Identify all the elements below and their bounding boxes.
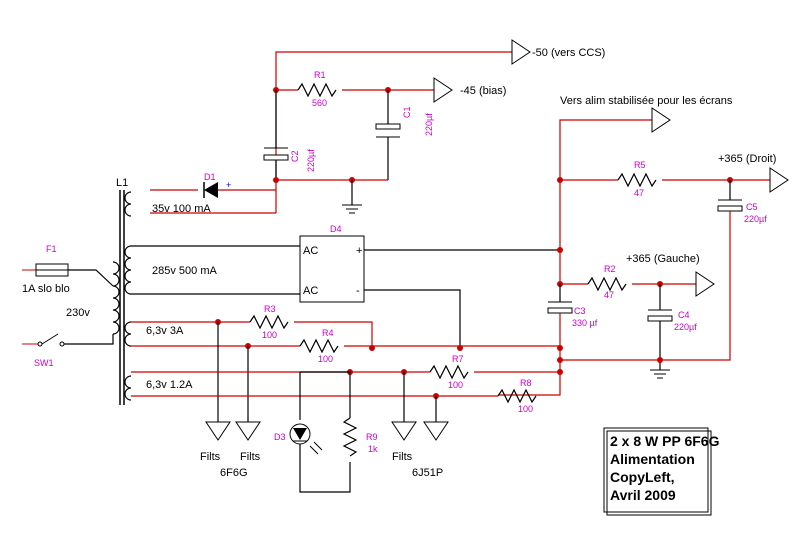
label-c5: C5 (746, 202, 758, 212)
label-d1-plus: + (226, 180, 231, 190)
label-mains: 230v (66, 307, 90, 319)
label-r7: R7 (452, 354, 464, 364)
label-bridge-minus: - (356, 285, 360, 297)
label-out-left: +365 (Gauche) (626, 253, 700, 265)
label-r9-value: 1k (368, 444, 378, 454)
title-line-1: 2 x 8 W PP 6F6G (610, 433, 720, 449)
label-c2: C2 (290, 150, 300, 162)
label-r2-value: 47 (604, 290, 614, 300)
label-out-right: +365 (Droit) (718, 153, 776, 165)
label-filts-a: Filts (200, 451, 221, 463)
label-c1: C1 (402, 106, 412, 118)
label-c4: C4 (678, 310, 690, 320)
label-fuse-value: 1A slo blo (22, 283, 70, 295)
filament-symbol-2 (235, 421, 261, 441)
label-sec2: 285v 500 mA (152, 265, 217, 277)
label-r1-value: 560 (312, 98, 327, 108)
label-sw1: SW1 (34, 358, 54, 368)
output-arrow-left (695, 271, 715, 297)
label-ac1: AC (303, 245, 318, 257)
label-c3: C3 (574, 306, 586, 316)
label-filts-b: Filts (240, 451, 261, 463)
heater-6f6g (131, 314, 560, 441)
title-line-4: Avril 2009 (610, 487, 676, 503)
title-line-3: CopyLeft, (610, 469, 675, 485)
label-c4-value: 220µf (674, 322, 697, 332)
label-r3: R3 (264, 304, 276, 314)
label-ac2: AC (303, 285, 318, 297)
title-line-2: Alimentation (610, 451, 695, 467)
label-r3-value: 100 (262, 330, 277, 340)
diode-d1 (204, 182, 218, 198)
bias-supply (150, 39, 531, 214)
label-r9: R9 (366, 432, 378, 442)
label-d4: D4 (330, 224, 342, 234)
heater-6j51p (131, 364, 560, 493)
label-tube1: 6F6G (220, 467, 248, 479)
label-r2: R2 (604, 264, 616, 274)
label-r1: R1 (314, 70, 326, 80)
label-sec3: 6,3v 3A (146, 325, 184, 337)
transformer-l1 (112, 190, 132, 405)
label-f1: F1 (46, 244, 57, 254)
label-c5-value: 220µf (744, 214, 767, 224)
output-arrow-screens (651, 107, 671, 133)
output-arrow-minus50 (511, 39, 531, 65)
output-arrow-right (769, 167, 789, 193)
label-tube2: 6J51P (412, 467, 443, 479)
label-r8: R8 (520, 378, 532, 388)
label-r4-value: 100 (318, 354, 333, 364)
label-r4: R4 (322, 328, 334, 338)
label-bridge-plus: + (356, 245, 362, 257)
ht-supply (498, 107, 789, 396)
filament-symbol-4 (423, 421, 449, 441)
filament-symbol-1 (205, 421, 231, 441)
label-filts-c: Filts (392, 451, 413, 463)
label-sec1: 35v 100 mA (152, 203, 211, 215)
label-c2-value: 220µf (306, 149, 316, 172)
label-r5: R5 (634, 160, 646, 170)
filament-symbol-3 (391, 421, 417, 441)
title-box: 2 x 8 W PP 6F6G Alimentation CopyLeft, A… (603, 427, 720, 516)
label-c1-value: 220µf (424, 113, 434, 136)
label-c3-value: 330 µf (572, 318, 598, 328)
label-sec4: 6,3v 1.2A (146, 379, 193, 391)
label-r7-value: 100 (448, 380, 463, 390)
output-arrow-minus45 (433, 77, 453, 103)
label-d1: D1 (204, 172, 216, 182)
label-out-minus45: -45 (bias) (460, 85, 506, 97)
label-r5-value: 47 (634, 188, 644, 198)
bridge-d4 (131, 235, 560, 348)
label-l1: L1 (116, 177, 128, 189)
label-d3: D3 (274, 432, 286, 442)
mains-input (22, 263, 114, 347)
label-out-minus50: -50 (vers CCS) (532, 47, 605, 59)
label-out-screens: Vers alim stabilisée pour les écrans (560, 95, 733, 107)
label-r8-value: 100 (518, 404, 533, 414)
